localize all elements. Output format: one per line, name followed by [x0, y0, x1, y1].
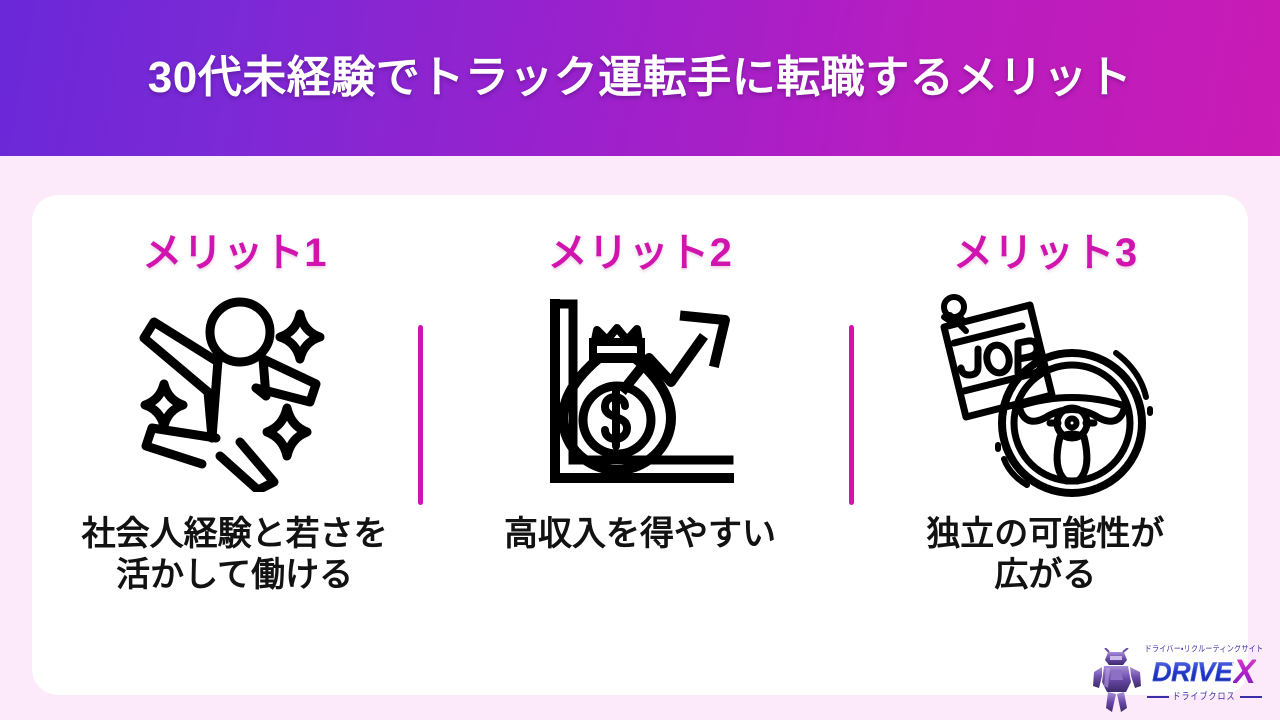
robot-mascot-icon — [1093, 648, 1141, 712]
merit-column-1: メリット1 — [32, 195, 437, 695]
merit-2-heading: メリット2 — [547, 231, 733, 275]
merit-3-heading: メリット3 — [952, 231, 1138, 275]
merit-column-2: メリット2 — [437, 195, 842, 695]
job-note-steering-wheel-icon — [930, 291, 1160, 497]
logo-rule-right — [1239, 695, 1262, 698]
merits-card: メリット1 — [32, 195, 1248, 695]
logo-tagline-bottom-row: ドライブクロス — [1142, 691, 1266, 702]
merit-1-caption: 社会人経験と若さを 活かして働ける — [81, 515, 388, 594]
column-divider-1 — [418, 325, 423, 505]
column-divider-2 — [849, 325, 854, 505]
page-title: 30代未経験でトラック運転手に転職するメリット — [147, 52, 1133, 102]
merit-3-caption: 独立の可能性が 広がる — [926, 515, 1165, 594]
money-bag-growth-chart-icon — [525, 291, 755, 496]
logo-wordmark: DRIVE X — [1142, 655, 1266, 689]
logo-text-block: ドライバー・リクルーティングサイト DRIVE X ドライブクロス — [1142, 644, 1266, 712]
logo-brand-accent: X — [1233, 653, 1256, 691]
logo-brand-primary: DRIVE — [1152, 656, 1233, 687]
logo-rule-left — [1146, 695, 1169, 698]
jumping-person-sparkles-icon — [120, 291, 350, 496]
merit-2-caption: 高収入を得やすい — [503, 515, 776, 553]
header-banner: 30代未経験でトラック運転手に転職するメリット — [0, 0, 1280, 156]
merit-column-3: メリット3 — [843, 195, 1248, 695]
merits-columns: メリット1 — [32, 195, 1248, 695]
logo-tagline-top: ドライバー・リクルーティングサイト — [1144, 645, 1264, 654]
logo-tagline-bottom: ドライブクロス — [1172, 691, 1236, 702]
brand-logo[interactable]: ドライバー・リクルーティングサイト DRIVE X ドライブクロス — [1086, 640, 1266, 716]
merit-1-heading: メリット1 — [142, 231, 328, 275]
